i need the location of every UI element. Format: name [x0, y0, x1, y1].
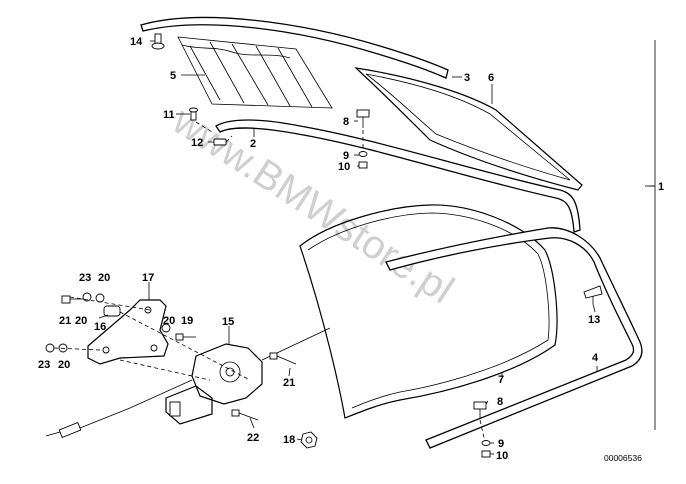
screw-21-right	[269, 352, 297, 365]
callouts: 1 14 5 3 6 11 8 12 2 9 10 23 20 17 21 20…	[38, 36, 664, 463]
callout-22: 22	[247, 432, 259, 444]
cable-connector	[45, 421, 82, 439]
screw-22	[231, 409, 259, 421]
clip-13	[583, 285, 603, 304]
washer-9-lower	[481, 440, 491, 446]
callout-12: 12	[191, 137, 203, 149]
bolt-8-upper	[356, 109, 370, 128]
window-blind	[177, 36, 333, 109]
callout-18: 18	[283, 434, 295, 446]
callout-10-lower: 10	[496, 450, 508, 462]
callout-19: 19	[181, 315, 193, 327]
callout-8-lower: 8	[497, 396, 503, 408]
callout-20-top: 20	[98, 272, 110, 284]
callout-9-lower: 9	[498, 438, 504, 450]
bolt-8-lower	[473, 401, 487, 418]
screw-11	[189, 107, 198, 121]
callout-9-upper: 9	[343, 150, 349, 162]
callout-13: 13	[588, 314, 600, 326]
callout-11: 11	[163, 109, 175, 121]
callout-6: 6	[488, 72, 494, 84]
callout-23-top: 23	[79, 272, 91, 284]
callout-23-bottom: 23	[38, 359, 50, 371]
spacer-16	[103, 305, 121, 317]
callout-10-upper: 10	[338, 161, 350, 173]
nut-10-upper	[358, 161, 368, 169]
callout-17: 17	[142, 272, 154, 284]
drawing-code: 00006536	[604, 453, 642, 463]
screw-19	[175, 333, 196, 341]
side-window-frame	[385, 227, 643, 449]
callout-1: 1	[658, 181, 664, 193]
callout-15: 15	[222, 316, 234, 328]
side-window-glass	[299, 204, 558, 419]
callout-5: 5	[170, 70, 176, 82]
screw-21-left	[61, 295, 86, 304]
callout-4: 4	[592, 352, 599, 364]
clip-12	[213, 138, 227, 146]
callout-20-bottom: 20	[58, 359, 70, 371]
regulator-bracket	[87, 299, 169, 365]
nut-23-top	[82, 292, 92, 302]
nut-10-lower	[481, 450, 491, 458]
regulator-motor	[165, 343, 263, 425]
callout-21-left: 21	[59, 315, 71, 327]
washer-9-upper	[358, 151, 368, 157]
leader-lines	[98, 40, 655, 455]
callout-14: 14	[130, 36, 143, 48]
callout-7: 7	[498, 374, 504, 386]
callout-2: 2	[250, 138, 256, 150]
callout-16: 16	[94, 321, 106, 333]
screw-14	[151, 33, 165, 50]
lower-seal-strip	[215, 119, 581, 233]
nut-18	[300, 431, 318, 449]
callout-20-mid: 20	[75, 315, 87, 327]
callout-8-upper: 8	[343, 116, 349, 128]
callout-3: 3	[464, 72, 470, 84]
nut-23-bottom	[45, 343, 55, 353]
group-bracket-1	[649, 40, 656, 430]
upper-seal-strip	[140, 16, 449, 79]
rear-window-glass	[354, 67, 583, 191]
washer-20-right	[161, 323, 171, 333]
callout-20-right: 20	[163, 315, 175, 327]
washer-20-top	[95, 293, 105, 303]
callout-21-right: 21	[283, 377, 295, 389]
